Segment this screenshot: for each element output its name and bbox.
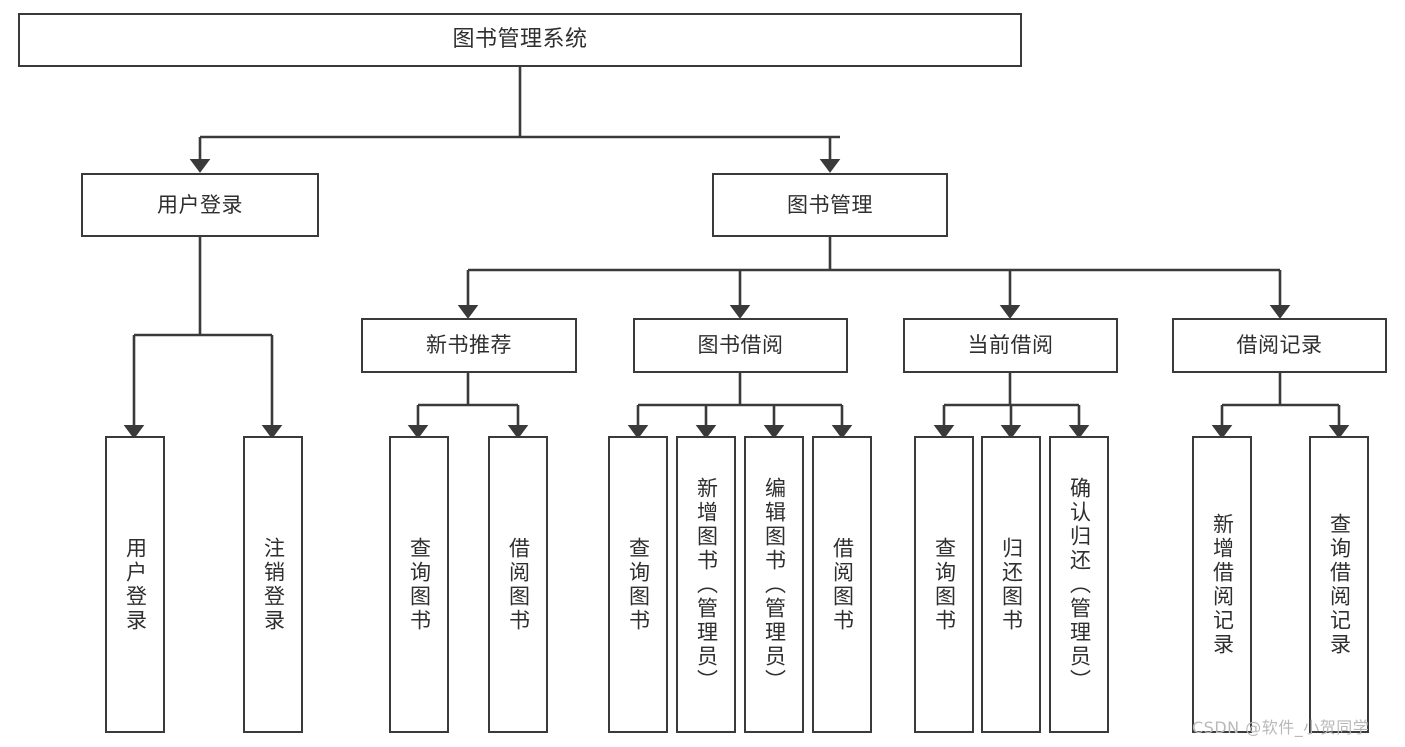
leaf-add-book-admin[interactable]: 新增图书（管理员） bbox=[676, 436, 736, 733]
node-label: 查询图书 bbox=[407, 536, 432, 633]
node-label: 借阅图书 bbox=[506, 536, 531, 633]
leaf-edit-book-admin[interactable]: 编辑图书（管理员） bbox=[744, 436, 804, 733]
leaf-confirm-return-admin[interactable]: 确认归还（管理员） bbox=[1049, 436, 1109, 733]
node-current-borrow[interactable]: 当前借阅 bbox=[903, 318, 1118, 373]
leaf-add-borrow-record[interactable]: 新增借阅记录 bbox=[1192, 436, 1252, 733]
csdn-watermark: CSDN @软件_小贺同学 bbox=[1192, 718, 1370, 737]
leaf-user-login[interactable]: 用户登录 bbox=[105, 436, 165, 733]
node-label: 查询图书 bbox=[626, 536, 651, 633]
node-label: 归还图书 bbox=[999, 536, 1024, 633]
node-book-management[interactable]: 图书管理 bbox=[712, 173, 948, 237]
node-label: 借阅图书 bbox=[830, 536, 855, 633]
leaf-query-book-bb[interactable]: 查询图书 bbox=[608, 436, 668, 733]
leaf-logout[interactable]: 注销登录 bbox=[243, 436, 303, 733]
node-label: 新增图书（管理员） bbox=[694, 476, 719, 693]
node-borrow-record[interactable]: 借阅记录 bbox=[1172, 318, 1387, 373]
node-label: 图书借阅 bbox=[697, 333, 784, 358]
node-label: 用户登录 bbox=[157, 192, 243, 217]
node-user-login[interactable]: 用户登录 bbox=[81, 173, 319, 237]
node-label: 编辑图书（管理员） bbox=[762, 476, 787, 693]
leaf-query-book-nb[interactable]: 查询图书 bbox=[389, 436, 449, 733]
leaf-query-borrow-record[interactable]: 查询借阅记录 bbox=[1309, 436, 1369, 733]
node-label: 新书推荐 bbox=[426, 333, 512, 358]
node-label: 用户登录 bbox=[123, 536, 148, 633]
node-label: 查询借阅记录 bbox=[1327, 512, 1352, 657]
node-label: 当前借阅 bbox=[967, 333, 1054, 358]
leaf-borrow-book-nb[interactable]: 借阅图书 bbox=[488, 436, 548, 733]
node-new-book-recommend[interactable]: 新书推荐 bbox=[361, 318, 577, 373]
node-label: 确认归还（管理员） bbox=[1067, 476, 1092, 693]
node-label: 借阅记录 bbox=[1236, 333, 1323, 358]
leaf-query-book-cb[interactable]: 查询图书 bbox=[914, 436, 974, 733]
node-label: 注销登录 bbox=[261, 536, 286, 633]
node-book-borrow[interactable]: 图书借阅 bbox=[633, 318, 848, 373]
node-label: 图书管理系统 bbox=[452, 27, 588, 53]
node-label: 新增借阅记录 bbox=[1210, 512, 1235, 657]
leaf-return-book[interactable]: 归还图书 bbox=[981, 436, 1041, 733]
node-label: 图书管理 bbox=[787, 192, 873, 217]
node-root-system[interactable]: 图书管理系统 bbox=[18, 13, 1022, 67]
node-label: 查询图书 bbox=[932, 536, 957, 633]
leaf-borrow-book-bb[interactable]: 借阅图书 bbox=[812, 436, 872, 733]
